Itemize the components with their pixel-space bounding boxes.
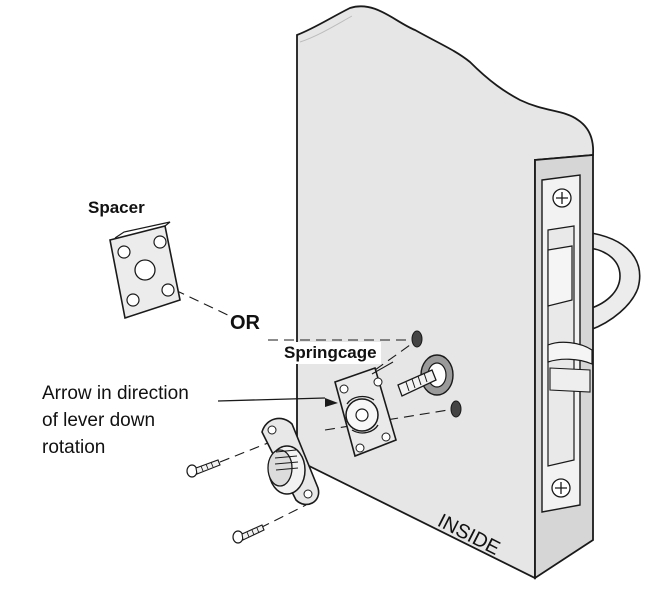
or-label: OR: [230, 312, 260, 334]
screw-upper: [186, 459, 221, 478]
screw-lower: [232, 524, 265, 544]
alignment-lines: [174, 289, 449, 529]
lock-faceplate: [541, 174, 593, 513]
spacer-label: Spacer: [88, 198, 145, 217]
springcage-part: [334, 366, 397, 458]
door-mounting-holes: [411, 330, 462, 418]
springcage-label: Springcage: [280, 342, 381, 364]
spacer-part: [109, 221, 181, 320]
arrow-note-line-1: Arrow in direction: [42, 383, 189, 404]
note-leader: [217, 397, 338, 407]
springcage-leader: [371, 361, 394, 375]
spindle: [397, 369, 437, 397]
arrow-note-line-2: of lever down: [42, 410, 156, 431]
arrow-note-line-3: rotation: [42, 437, 106, 458]
rose-hub-part: [261, 417, 320, 506]
